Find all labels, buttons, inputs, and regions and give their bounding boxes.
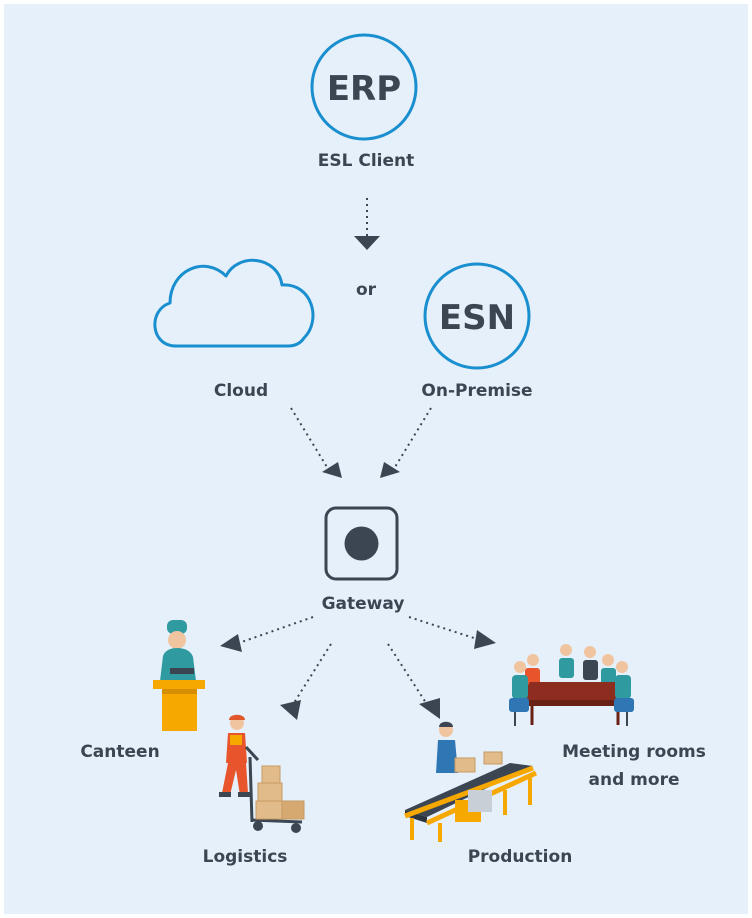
gateway-label: Gateway [322,594,405,614]
production-label: Production [468,847,573,867]
arrow-cloud-to-gateway [290,407,342,478]
conveyor-belt-icon [404,721,538,842]
chef-icon [153,620,205,731]
diagram-background [4,4,748,914]
on-premise-label: On-Premise [421,381,532,401]
erp-circle-icon: ERP [310,33,418,141]
canteen-label: Canteen [80,742,159,762]
arrow-gateway-to-meeting [408,616,496,649]
worker-hand-truck-icon [219,714,305,833]
arrow-gateway-to-production [387,643,440,719]
cloud-icon [153,258,315,348]
arrow-esl-to-or [354,198,380,250]
meeting-label-line2: and more [589,770,680,790]
esn-text: ESN [439,298,515,338]
gateway-device-icon [324,506,399,581]
cloud-label: Cloud [214,381,268,401]
esn-circle-icon: ESN [423,262,531,370]
arrow-gateway-to-canteen [220,616,314,652]
arrow-gateway-to-logistics [280,643,332,720]
esl-client-label: ESL Client [318,151,415,171]
arrow-onpremise-to-gateway [380,407,432,478]
or-text: or [356,280,377,300]
erp-text: ERP [327,69,401,109]
meeting-label-line1: Meeting rooms [562,742,706,762]
logistics-label: Logistics [203,847,288,867]
meeting-table-icon [509,644,634,726]
